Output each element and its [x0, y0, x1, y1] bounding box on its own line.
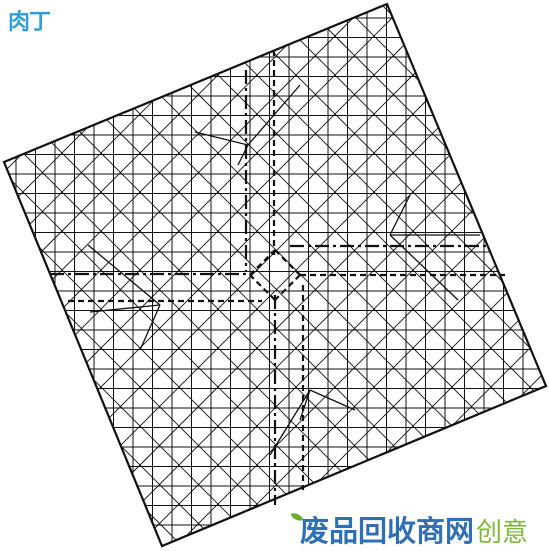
- arrow-crease-line: [89, 304, 161, 313]
- diagonal-line: [63, 17, 354, 308]
- diagonal-line: [271, 50, 503, 282]
- arrow-crease-line: [87, 244, 161, 306]
- diagonal-line: [120, 445, 204, 529]
- diagonal-line: [108, 99, 428, 419]
- diagonal-line: [93, 379, 232, 518]
- arrow-crease-line: [299, 389, 311, 421]
- arrow-crease-line: [389, 234, 459, 301]
- diagonal-line: [147, 511, 177, 541]
- arrow-crease-line: [269, 389, 311, 456]
- diagonal-line: [40, 72, 221, 253]
- diagonal-line: [6, 154, 22, 170]
- diagonal-line: [17, 127, 88, 198]
- diagonal-line: [185, 237, 485, 537]
- diagonal-line: [120, 127, 439, 446]
- arrow-crease-line: [247, 84, 301, 146]
- watermark-bottom-right: 废品回收商网 创意: [300, 508, 528, 550]
- diagonal-line: [38, 246, 287, 495]
- arrow-crease-line: [309, 389, 356, 411]
- diagonal-line: [131, 154, 451, 474]
- watermark-brand: 废品回收商网: [300, 514, 475, 548]
- diagonal-line: [386, 319, 520, 453]
- diagonal-line: [244, 62, 531, 349]
- center-diamond-edge: [274, 249, 301, 276]
- arrow-flap-creases: [87, 84, 480, 456]
- arrow-crease-line: [237, 144, 249, 166]
- diagonal-creases: [6, 5, 542, 541]
- diagonal-line: [97, 72, 416, 391]
- arrow-crease-line: [139, 304, 161, 351]
- dashed-fold-lines: [50, 50, 505, 505]
- arrow-crease-line: [194, 131, 249, 146]
- diagonal-line: [319, 292, 508, 481]
- diagonal-line: [52, 45, 287, 280]
- diagonal-line: [65, 312, 260, 507]
- diagonal-line: [252, 264, 497, 509]
- diagonal-line: [519, 375, 542, 398]
- center-diamond-edge: [274, 274, 301, 301]
- diagonal-line: [189, 85, 507, 403]
- diagonal-line: [216, 73, 535, 392]
- diagonal-line: [453, 347, 531, 425]
- watermark-sub: 创意: [476, 518, 529, 548]
- diagonal-line: [106, 119, 425, 438]
- diagonal-line: [11, 180, 315, 484]
- diagonal-line: [327, 28, 448, 149]
- arrow-crease-line: [389, 194, 411, 236]
- diagonal-line: [299, 39, 476, 216]
- diagonal-line: [23, 153, 342, 472]
- diagonal-line: [74, 17, 393, 336]
- diagonal-line: [161, 96, 480, 415]
- diagonal-line: [29, 99, 155, 225]
- center-diamond-edge: [249, 274, 276, 301]
- diagonal-line: [354, 16, 420, 82]
- watermark-top-left: 肉丁: [8, 10, 51, 35]
- center-diamond-edge: [249, 249, 276, 276]
